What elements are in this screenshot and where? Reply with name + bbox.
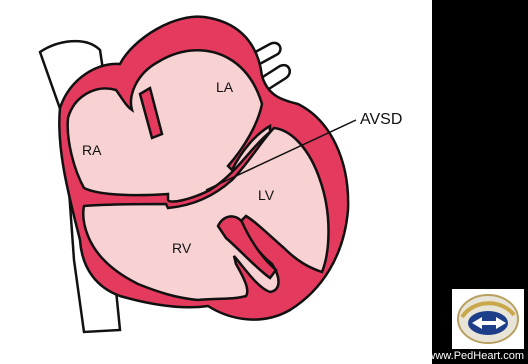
label-avsd: AVSD: [360, 111, 402, 128]
label-ra: RA: [82, 142, 102, 158]
source-credit: From www.PedHeart.com: [399, 350, 524, 362]
label-rv: RV: [172, 240, 192, 256]
label-la: LA: [216, 79, 234, 95]
pedheart-logo-icon: [452, 289, 524, 349]
label-lv: LV: [258, 187, 275, 203]
